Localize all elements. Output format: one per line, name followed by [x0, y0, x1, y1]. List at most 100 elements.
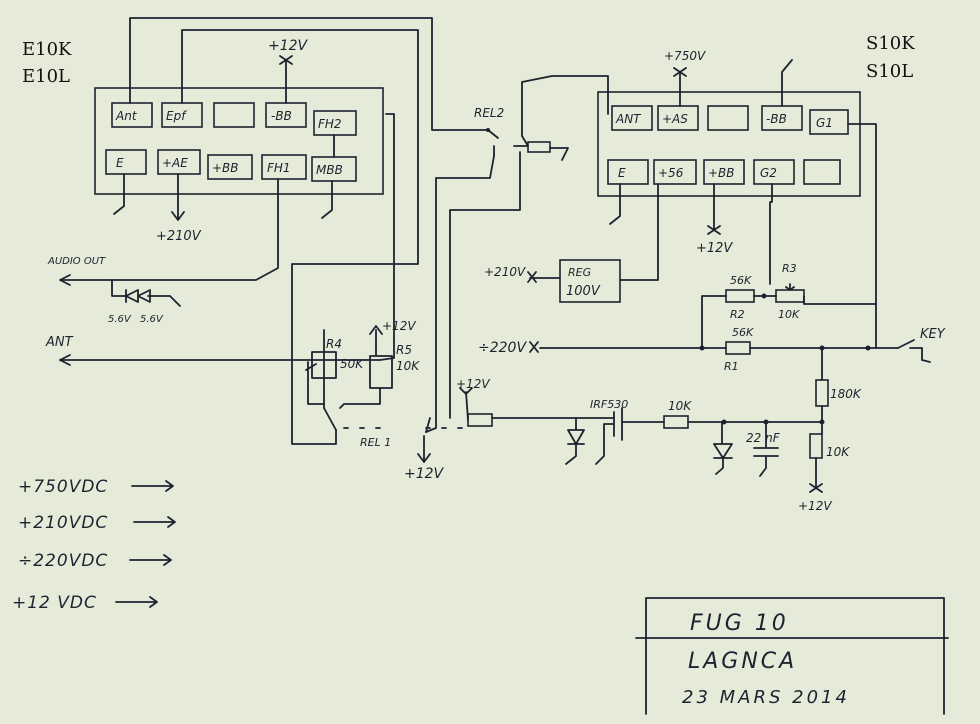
wire-plus-ae — [171, 173, 185, 221]
r1-ref: R1 — [724, 360, 739, 373]
right-pin-plus-bb: +BB — [708, 166, 735, 180]
r1-resistor — [725, 341, 751, 355]
supply-minus-220: ÷220VDC — [18, 551, 108, 571]
right-pin-plus-56: +56 — [658, 166, 684, 180]
gate-r-value: 10K — [668, 399, 692, 413]
r3-pot — [775, 289, 805, 303]
gate-zener — [713, 421, 733, 475]
zener-2-label: 5.6V — [140, 314, 164, 325]
supply-marker-reg — [527, 271, 537, 283]
r3-wiper — [785, 283, 795, 291]
audio-out-arrow — [59, 274, 71, 286]
title-line-2: LAGNCA — [688, 649, 797, 674]
left-supply-label: +12V — [268, 38, 309, 54]
right-tube-socket — [597, 91, 861, 197]
supply-marker-220 — [529, 341, 539, 353]
wire-right-minus-bb — [781, 59, 793, 107]
r2-value: 56K — [730, 274, 752, 287]
right-as-label: +750V — [664, 49, 706, 63]
rel1-coil-supply-label: +12V — [456, 377, 490, 391]
left-tube-type-2: E10L — [22, 66, 70, 87]
r-gate-10k — [663, 415, 689, 429]
left-tube-type-1: E10K — [22, 39, 72, 60]
wire-g2 — [769, 183, 773, 285]
r5-value: 10K — [396, 359, 420, 373]
wire-plus-56-to-reg — [619, 183, 659, 281]
right-pin-plus-as: +AS — [662, 112, 688, 126]
cap-value: 22 nF — [746, 431, 781, 445]
bias-supply-label: ÷220V — [478, 340, 527, 356]
r3-ref: R3 — [782, 262, 797, 275]
ant-output-arrow — [59, 354, 71, 366]
r1-value: 56K — [732, 326, 754, 339]
left-pin-plus-bb: +BB — [212, 161, 239, 175]
supply-marker-as — [673, 67, 687, 77]
wire-r4-wiper — [307, 361, 325, 405]
left-pin-ant: Ant — [115, 109, 138, 123]
mosfet-label: IRF530 — [590, 398, 628, 411]
left-pin-fh1: FH1 — [267, 161, 291, 175]
wire-rel2-coil-feed — [449, 151, 521, 419]
flyback-diode — [565, 417, 585, 465]
left-pin-fh2: FH2 — [318, 117, 342, 131]
zener-string — [111, 279, 181, 307]
supply-legend: +750VDC +210VDC ÷220VDC +12 VDC — [12, 477, 176, 613]
rel1-switch-arm — [323, 407, 337, 431]
zener-diodes — [125, 289, 151, 303]
right-tube-type-2: S10L — [866, 61, 913, 82]
pot-supply-arrow — [369, 325, 383, 347]
ground-left-e — [113, 173, 125, 215]
right-bb-label: +12V — [696, 241, 733, 256]
r-top-value: 180K — [830, 387, 862, 401]
left-ae-label: +210V — [156, 229, 202, 244]
title-block-frame — [645, 597, 945, 715]
wire-g1 — [847, 123, 877, 349]
r3-value: 10K — [778, 308, 800, 321]
rel1-label: REL 1 — [360, 436, 391, 449]
rel2-coil-ground — [549, 147, 569, 161]
r5-ref: R5 — [396, 343, 412, 357]
rel1-coil-supply — [459, 387, 473, 421]
mosfet-irf530 — [595, 407, 623, 465]
r4-ref: R4 — [326, 337, 342, 351]
rel2-coil — [527, 141, 551, 153]
right-pin-ant: ANT — [615, 112, 642, 126]
rel2-label: REL2 — [474, 106, 504, 120]
key-label: KEY — [920, 327, 946, 342]
r2-ref: R2 — [730, 308, 745, 321]
title-line-3: 23 MARS 2014 — [682, 687, 850, 708]
r2-resistor — [725, 289, 755, 303]
wire-epf-to-rel1 — [181, 29, 419, 445]
reg-label-2: 100V — [566, 284, 601, 299]
right-tube-type-1: S10K — [866, 33, 915, 54]
title-block: FUG 10 LAGNCA 23 MARS 2014 — [635, 597, 949, 715]
right-pin-g1: G1 — [816, 116, 833, 130]
ground-left-mbb — [321, 180, 333, 219]
left-pin-e: E — [116, 156, 124, 170]
rel1-coil — [467, 413, 493, 427]
supply-marker-left — [279, 55, 293, 65]
rel1-contact-supply-label: +12V — [404, 466, 445, 482]
r4-value: 50K — [340, 357, 364, 371]
right-pin-minus-bb: -BB — [766, 112, 787, 126]
left-pin-mbb: MBB — [316, 163, 343, 177]
wire-r3-right — [803, 295, 877, 305]
wire-ant-to-rel2 — [129, 17, 489, 131]
r-180k — [815, 379, 829, 407]
right-pin-g2: G2 — [760, 166, 777, 180]
cap-22nf — [753, 421, 779, 477]
right-pin-e: E — [618, 166, 626, 180]
rel1-contact — [417, 417, 431, 463]
wire-rel2-to-rel1 — [425, 155, 495, 433]
rel2-contact — [487, 129, 499, 157]
r-bottom-value: 10K — [826, 445, 850, 459]
pot-r5 — [339, 345, 393, 409]
r-10k-bottom — [809, 433, 823, 459]
supply-marker-right-bb — [707, 225, 721, 235]
reg-label-1: REG — [568, 266, 591, 279]
reg-input-label: +210V — [484, 265, 526, 279]
wire-rel2-to-right-ant — [513, 75, 609, 147]
ground-right-e — [609, 183, 621, 225]
divider-supply-label: +12V — [798, 499, 832, 513]
